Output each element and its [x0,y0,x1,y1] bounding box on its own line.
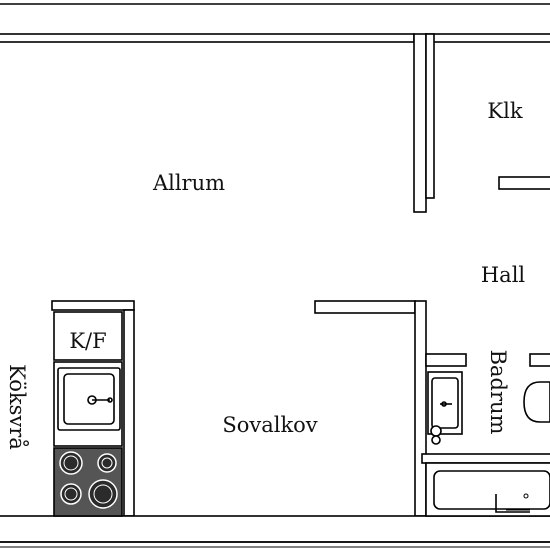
label-badrum: Badrum [486,350,510,435]
bathtub [425,462,550,517]
label-hall: Hall [481,263,526,287]
label-koksvra: Köksvrå [5,364,29,450]
wall-klk-hall-stub [498,176,550,190]
outer-wall-bottom [0,515,550,548]
bathroom-sink [427,371,463,435]
sovalkov-walls [314,300,427,517]
fridge-freezer [53,311,123,361]
toilet [430,425,442,445]
toilet-right [523,381,550,423]
stove [53,447,123,517]
label-klk: Klk [487,99,522,123]
kitchen-sink [53,361,123,447]
label-sovalkov: Sovalkov [222,413,317,437]
outer-wall-top [0,3,550,43]
label-kf: K/F [69,329,106,353]
wall-allrum-klk-right [425,33,435,199]
label-allrum: Allrum [152,171,225,195]
wall-allrum-klk-left [413,33,427,213]
